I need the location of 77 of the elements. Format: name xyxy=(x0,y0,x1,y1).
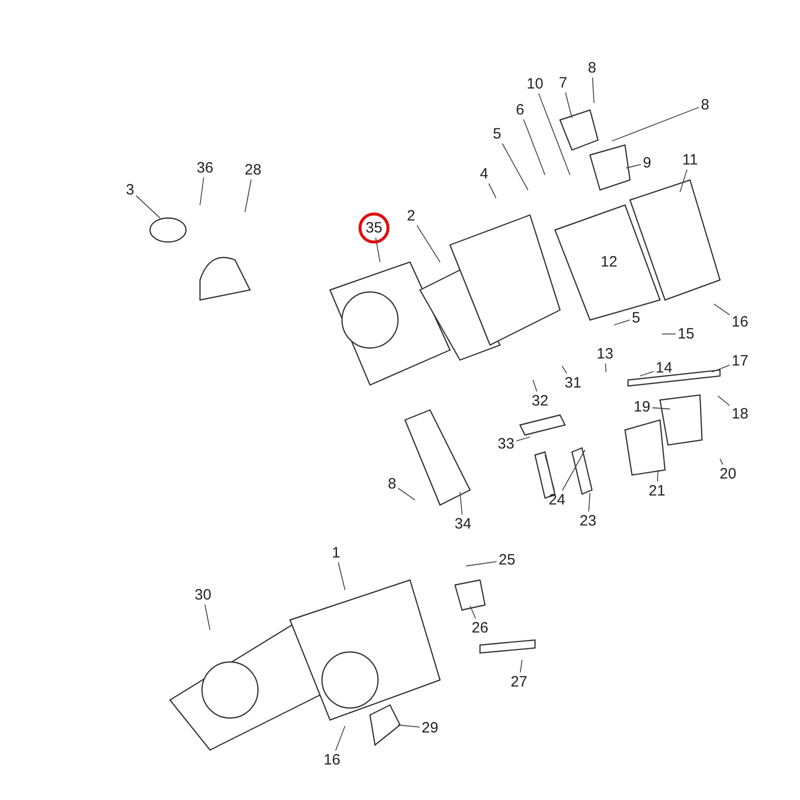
callout-number: 8 xyxy=(698,96,712,114)
leader-line xyxy=(538,93,570,176)
callout-number: 29 xyxy=(420,718,440,738)
callout-number: 8 xyxy=(386,474,398,494)
leader-line xyxy=(516,436,530,442)
leader-line xyxy=(718,396,730,406)
callout-number: 33 xyxy=(496,434,516,454)
callout-number: 25 xyxy=(496,550,518,570)
leader-line xyxy=(720,458,724,465)
leader-line xyxy=(544,454,555,491)
leader-line xyxy=(466,561,498,566)
callout-number: 26 xyxy=(470,618,490,638)
callout-number: 8 xyxy=(586,58,598,78)
callout-number: 6 xyxy=(514,100,526,120)
callout-number: 21 xyxy=(646,482,668,500)
leader-line xyxy=(588,492,590,512)
leader-line xyxy=(470,606,476,619)
callout-number: 2 xyxy=(404,206,418,226)
leader-line xyxy=(375,237,380,262)
leader-line xyxy=(592,77,594,104)
leader-line xyxy=(565,92,572,118)
callout-number: 15 xyxy=(676,324,696,344)
leader-line xyxy=(562,450,586,491)
leader-line xyxy=(520,660,522,673)
leader-line xyxy=(200,177,204,206)
leader-line xyxy=(640,371,654,376)
callout-number: 13 xyxy=(594,344,616,364)
callout-number: 20 xyxy=(718,464,738,484)
leader-line xyxy=(136,195,160,218)
callout-number: 16 xyxy=(730,312,750,332)
leader-line xyxy=(398,488,416,500)
callout-number: 34 xyxy=(452,514,474,534)
callout-number: 14 xyxy=(654,358,674,378)
leader-line xyxy=(714,304,730,316)
leader-line xyxy=(523,119,546,176)
callout-number: 24 xyxy=(546,490,568,510)
callout-number: 35 xyxy=(364,218,384,238)
leader-line xyxy=(612,106,700,142)
callout-number: 11 xyxy=(680,150,700,170)
callout-number: 18 xyxy=(730,404,750,424)
callout-number: 30 xyxy=(192,586,214,604)
callout-number: 23 xyxy=(578,512,598,530)
callout-number: 28 xyxy=(242,160,264,180)
leader-line xyxy=(398,724,420,728)
callout-number: 36 xyxy=(194,158,216,178)
callout-number: 31 xyxy=(562,374,584,392)
leader-line xyxy=(626,164,642,168)
leader-line xyxy=(502,143,528,190)
leader-line xyxy=(614,320,630,326)
callout-number: 1 xyxy=(330,544,342,562)
callout-number: 5 xyxy=(630,308,642,328)
leader-line xyxy=(204,604,210,630)
callout-number: 7 xyxy=(556,74,570,92)
callout-number: 3 xyxy=(124,180,136,200)
callout-number: 5 xyxy=(490,124,504,144)
callout-number: 19 xyxy=(632,398,652,416)
leader-line xyxy=(488,183,496,198)
leader-line xyxy=(712,364,730,372)
callout-number: 12 xyxy=(600,252,618,272)
leader-line xyxy=(652,407,670,410)
callout-number: 17 xyxy=(730,352,750,370)
leader-line xyxy=(680,169,688,192)
callout-number: 27 xyxy=(508,672,530,692)
leader-line xyxy=(562,366,568,374)
leader-line xyxy=(657,470,658,482)
leader-line xyxy=(460,492,463,515)
leader-line xyxy=(244,179,252,212)
callout-number: 9 xyxy=(640,154,654,172)
leader-line xyxy=(338,562,346,590)
callout-number: 4 xyxy=(478,164,490,184)
callout-number: 10 xyxy=(524,74,546,94)
leader-line xyxy=(605,363,606,372)
leader-line xyxy=(416,225,440,262)
leader-line xyxy=(335,726,346,751)
callout-number: 16 xyxy=(322,750,342,770)
leader-line xyxy=(532,380,538,392)
callout-number: 32 xyxy=(530,392,550,410)
